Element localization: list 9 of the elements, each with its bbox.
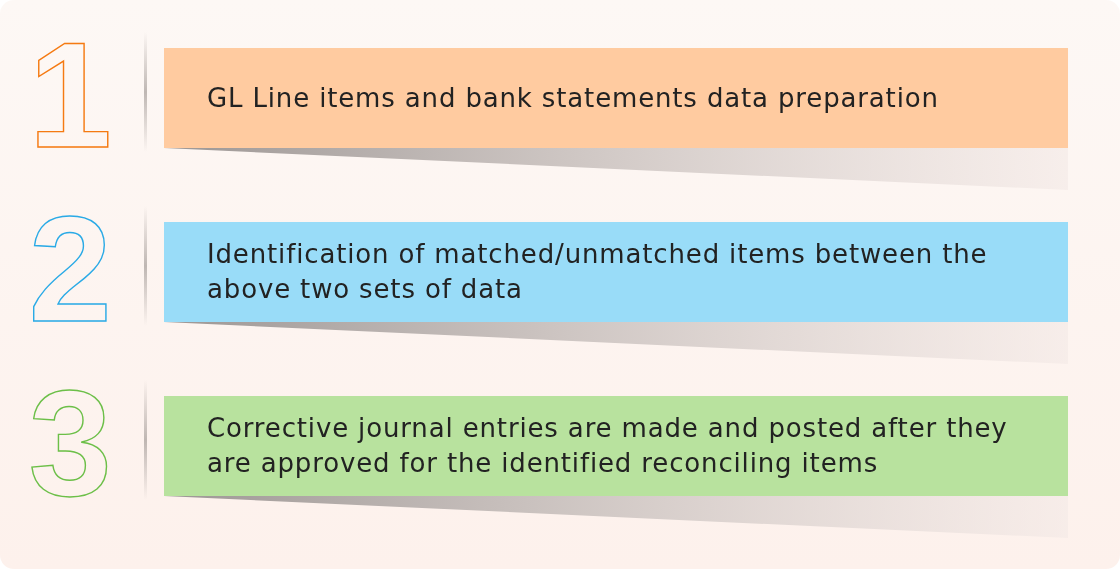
step-band bbox=[164, 396, 1068, 496]
step-band bbox=[164, 48, 1068, 148]
step-text: Identification of matched/unmatched items between the above two sets of data bbox=[207, 238, 989, 306]
step-number: 3 bbox=[28, 389, 112, 497]
step-number: 2 bbox=[28, 215, 112, 323]
step-text: GL Line items and bank statements data preparation bbox=[207, 81, 939, 115]
step-number: 1 bbox=[28, 41, 112, 149]
step-text: Corrective journal entries are made and posted after they are approved for the identified reconciling items bbox=[207, 412, 1009, 480]
step-band bbox=[164, 222, 1068, 322]
